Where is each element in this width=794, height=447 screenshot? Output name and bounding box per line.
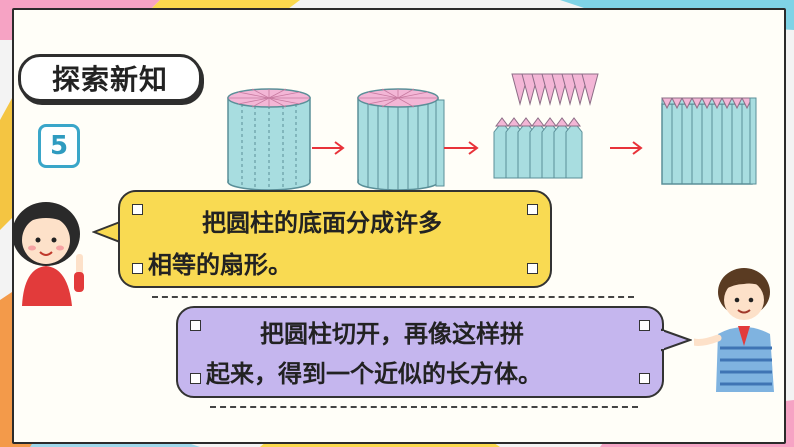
cylinder-cut-open bbox=[357, 88, 445, 191]
girl-speech-bubble: 把圆柱的底面分成许多 相等的扇形。 bbox=[118, 190, 552, 288]
girl-character-icon bbox=[12, 202, 84, 306]
corner-square bbox=[190, 373, 201, 384]
boy-speech-bubble: 把圆柱切开，再像这样拼 起来，得到一个近似的长方体。 bbox=[176, 306, 664, 398]
approximate-cuboid bbox=[661, 97, 757, 185]
boy-speech-line-1: 把圆柱切开，再像这样拼 bbox=[260, 320, 524, 348]
speech-bubble-tail-boy bbox=[660, 328, 692, 352]
section-title: 探索新知 bbox=[18, 54, 202, 102]
divider-dashed-1 bbox=[152, 296, 634, 298]
girl-speech-line-1: 把圆柱的底面分成许多 bbox=[202, 209, 442, 237]
divider-dashed-2 bbox=[210, 406, 638, 408]
corner-square bbox=[639, 373, 650, 384]
cylinder-transformation-figures bbox=[227, 73, 757, 191]
arrow-1 bbox=[312, 141, 345, 155]
arrow-2 bbox=[444, 141, 479, 155]
girl-speech-line-2: 相等的扇形。 bbox=[148, 251, 292, 279]
cylinder-sectored-top bbox=[227, 88, 311, 191]
corner-square bbox=[190, 320, 201, 331]
boy-speech-line-2: 起来，得到一个近似的长方体。 bbox=[206, 360, 542, 388]
boy-character-icon bbox=[694, 268, 774, 392]
example-number-badge: 5 bbox=[38, 124, 80, 168]
corner-square bbox=[132, 204, 143, 215]
arrow-3 bbox=[610, 141, 643, 155]
cylinder-halves-separated bbox=[493, 73, 599, 179]
corner-square bbox=[132, 263, 143, 274]
corner-square bbox=[527, 263, 538, 274]
corner-square bbox=[639, 320, 650, 331]
corner-square bbox=[527, 204, 538, 215]
